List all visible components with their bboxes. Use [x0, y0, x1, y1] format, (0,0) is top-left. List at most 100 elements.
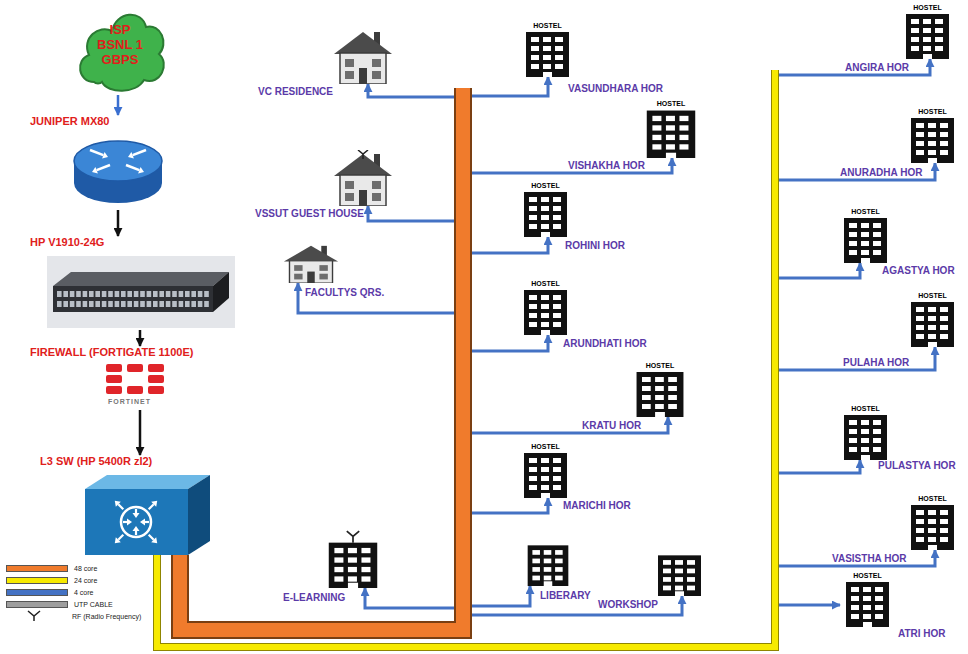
- graphic-part: [916, 132, 924, 137]
- graphic-part: [668, 377, 677, 382]
- graphic-part: [940, 537, 948, 542]
- graphic-part: [861, 223, 869, 228]
- graphic-part: [294, 265, 302, 271]
- node-icon: [838, 208, 893, 263]
- hostel-sign: HOSTEL: [838, 405, 893, 413]
- graphic-part: [140, 301, 145, 307]
- graphic-part: [334, 576, 343, 581]
- graphic-part: [940, 307, 948, 312]
- building-label: LIBERARY: [540, 590, 591, 602]
- graphic-part: [849, 438, 857, 443]
- graphic-part: [553, 322, 561, 327]
- hostel-node: HOSTELVASUNDHARA HOR: [520, 22, 575, 77]
- graphic-part: [655, 404, 664, 409]
- graphic-part: [531, 55, 539, 60]
- hostel-node: HOSTELVASISTHA HOR: [905, 495, 960, 550]
- graphic-part: [863, 596, 871, 601]
- house-node: VC RESIDENCE: [332, 28, 394, 84]
- graphic-part: [849, 241, 857, 246]
- graphic-part: [134, 301, 139, 307]
- graphic-part: [541, 232, 550, 237]
- graphic-part: [135, 531, 137, 535]
- graphic-part: [191, 291, 196, 297]
- building-label: PULAHA HOR: [843, 357, 909, 369]
- graphic-part: [95, 291, 100, 297]
- building-node: LIBERARY: [522, 534, 574, 586]
- graphic-part: [529, 485, 537, 490]
- graphic-part: [188, 475, 210, 555]
- graphic-part: [108, 301, 113, 307]
- graphic-part: [940, 325, 948, 330]
- graphic-part: [668, 404, 677, 409]
- graphic-part: [916, 537, 924, 542]
- graphic-part: [528, 545, 569, 586]
- graphic-part: [851, 605, 859, 610]
- legend-row: 4 core: [6, 586, 141, 598]
- hostel-node: HOSTELARUNDHATI HOR: [518, 280, 573, 335]
- cable-connector: [180, 283, 463, 630]
- graphic-part: [121, 301, 126, 307]
- graphic-part: [531, 37, 539, 42]
- graphic-part: [541, 476, 549, 481]
- graphic-part: [863, 622, 872, 627]
- graphic-part: [553, 304, 561, 309]
- graphic-part: [529, 215, 537, 220]
- graphic-part: [553, 458, 561, 463]
- graphic-part: [679, 144, 688, 149]
- graphic-part: [149, 504, 154, 509]
- firewall-node: FIREWALL (FORTIGATE 1100E)FORTINET: [30, 346, 210, 410]
- graphic-part: [166, 291, 171, 297]
- graphic-part: [541, 458, 549, 463]
- building-label: ANGIRA HOR: [845, 62, 909, 74]
- house-node: VSSUT GUEST HOUSE: [332, 150, 394, 206]
- graphic-part: [916, 325, 924, 330]
- graphic-part: [185, 291, 190, 297]
- graphic-part: [923, 37, 931, 42]
- building-label: KRATU HOR: [582, 420, 641, 432]
- graphic-part: [916, 519, 924, 524]
- graphic-part: [334, 557, 343, 562]
- hostel-sign: HOSTEL: [905, 108, 960, 116]
- graphic-part: [531, 64, 539, 69]
- graphic-part: [861, 455, 870, 460]
- graphic-part: [95, 301, 100, 307]
- graphic-part: [70, 301, 75, 307]
- hostel-node: HOSTELROHINI HOR: [518, 182, 573, 237]
- building-label: VISHAKHA HOR: [568, 160, 645, 172]
- graphic-part: [916, 307, 924, 312]
- graphic-part: [928, 141, 936, 146]
- graphic-part: [529, 295, 537, 300]
- graphic-part: [679, 125, 688, 130]
- graphic-part: [138, 167, 144, 174]
- graphic-part: [204, 291, 209, 297]
- device-label: JUNIPER MX80: [30, 115, 109, 128]
- graphic-part: [92, 167, 98, 174]
- graphic-part: [348, 567, 357, 572]
- graphic-part: [861, 447, 869, 452]
- building-label: ROHINI HOR: [565, 240, 625, 252]
- graphic-part: [846, 582, 889, 627]
- house-node: FACULTYS QRS.: [282, 243, 340, 283]
- graphic-part: [348, 548, 357, 553]
- graphic-part: [687, 577, 695, 582]
- graphic-part: [153, 301, 158, 307]
- graphic-part: [553, 224, 561, 229]
- graphic-part: [128, 152, 134, 159]
- graphic-part: [529, 206, 537, 211]
- legend-row: RF (Radio Frequency): [6, 610, 141, 622]
- graphic-part: [940, 150, 948, 155]
- fiber-48-core-trunk: [180, 88, 463, 630]
- graphic-part: [928, 307, 936, 312]
- graphic-part: [940, 123, 948, 128]
- graphic-part: [127, 386, 143, 394]
- graphic-part: [916, 334, 924, 339]
- graphic-part: [541, 206, 549, 211]
- graphic-part: [198, 291, 203, 297]
- graphic-part: [524, 192, 567, 237]
- graphic-part: [166, 301, 171, 307]
- graphic-part: [555, 550, 563, 555]
- node-icon: [838, 405, 893, 460]
- graphic-part: [118, 504, 123, 509]
- graphic-part: [106, 375, 122, 383]
- graphic-part: [553, 313, 561, 318]
